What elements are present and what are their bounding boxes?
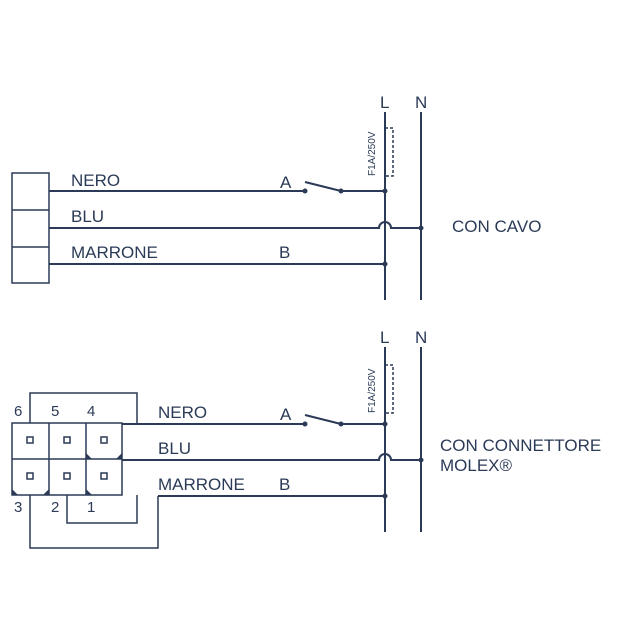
pin-marker [86,453,92,459]
wire-label-nero: NERO [158,403,207,422]
pin-3 [26,472,34,480]
pin-number-1: 1 [87,499,95,516]
switch-blade [304,181,342,192]
point-b-label: B [279,243,290,262]
molex-connection-diagram: F1A/250V L N 6 5 4 3 2 1 NERO BLU MARRON… [11,328,601,549]
wire-label-blu: BLU [71,207,104,226]
switch-label: A [280,405,292,424]
pin-marker [86,489,92,495]
pin-1 [100,472,108,480]
neutral-label: N [415,328,427,347]
pin-number-3: 3 [14,499,22,516]
fuse-symbol [385,364,394,414]
line-label: L [380,328,389,347]
fuse-rating: F1A/250V [367,131,378,176]
caption-molex-line1: CON CONNETTORE [440,436,601,455]
wire-label-marrone: MARRONE [158,475,245,494]
pin-number-5: 5 [51,403,59,420]
terminal-block [11,172,50,284]
fuse-rating: F1A/250V [367,368,378,413]
pin-marker [116,453,122,459]
pin-number-2: 2 [51,499,59,516]
pin-number-4: 4 [87,403,95,420]
pin-5 [63,436,71,444]
caption-molex-line2: MOLEX® [440,456,513,475]
wire-label-blu: BLU [158,439,191,458]
switch-label: A [280,173,292,192]
switch-contact [302,421,308,427]
line-label: L [380,93,389,112]
wire-label-marrone: MARRONE [71,243,158,262]
cable-connection-diagram: F1A/250V L N NERO BLU MARRONE A B CON CA… [11,93,541,300]
jumper-2-1 [66,495,138,524]
wire-label-nero: NERO [71,171,120,190]
caption-cable: CON CAVO [452,217,541,236]
neutral-label: N [415,93,427,112]
pin-number-6: 6 [14,403,22,420]
pin-marker [12,489,18,495]
switch-contact [302,188,308,194]
pin-6 [26,436,34,444]
jumper-6-4 [29,392,138,423]
fuse-symbol [385,127,394,177]
pin-2 [63,472,71,480]
pin-4 [100,436,108,444]
point-b-label: B [279,475,290,494]
pin-marker [43,489,49,495]
wire-blu [49,221,421,229]
jumper-3-marrone [29,495,159,549]
switch-blade [304,414,342,425]
